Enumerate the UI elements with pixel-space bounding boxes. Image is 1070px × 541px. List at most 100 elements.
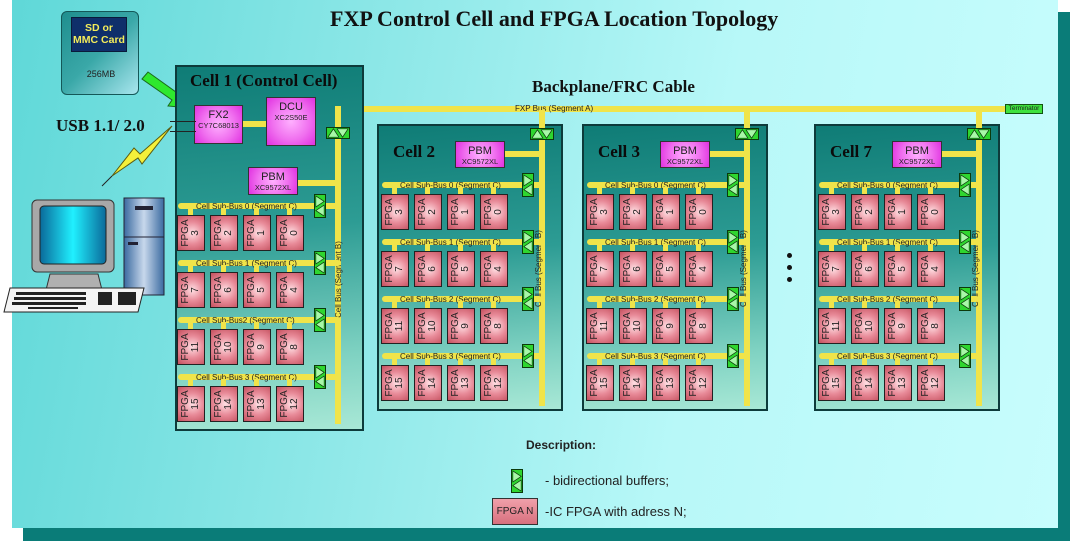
- fpga-chip: FPGA 4: [685, 251, 713, 287]
- fpga-chip: FPGA 1: [447, 194, 475, 230]
- fpga-chip: FPGA 10: [851, 308, 879, 344]
- fpga-chip: FPGA 2: [210, 215, 238, 251]
- buffer-icon: [967, 128, 991, 140]
- fpga-label: FPGA 6: [213, 276, 234, 304]
- fpga-chip: FPGA 5: [243, 272, 271, 308]
- fpga-connector: [663, 244, 668, 252]
- legend-buffer-text: - bidirectional buffers;: [545, 473, 670, 488]
- fpga-label: FPGA 0: [920, 198, 941, 226]
- fpga-chip: FPGA 2: [619, 194, 647, 230]
- fpga-connector: [597, 358, 602, 366]
- fpga-label: FPGA 4: [279, 276, 300, 304]
- fpga-label: FPGA 7: [180, 276, 201, 304]
- buffer-icon: [314, 308, 326, 332]
- fpga-chip: FPGA 12: [480, 365, 508, 401]
- fpga-chip: FPGA 5: [652, 251, 680, 287]
- fpga-connector: [630, 187, 635, 195]
- sub-bus: [382, 239, 542, 245]
- cell-bus: [539, 124, 545, 406]
- fpga-label: FPGA 5: [655, 255, 676, 283]
- fpga-chip: FPGA 3: [818, 194, 846, 230]
- fpga-chip: FPGA 8: [276, 329, 304, 365]
- fpga-label: FPGA 8: [920, 312, 941, 340]
- fpga-chip: FPGA 15: [177, 386, 205, 422]
- fpga-chip: FPGA 9: [243, 329, 271, 365]
- sub-bus-label: Cell Sub-Bus 1 (Segment C): [837, 238, 938, 247]
- fpga-label: FPGA 3: [180, 219, 201, 247]
- sub-bus-label: Cell Sub-Bus 3 (Segment C): [837, 352, 938, 361]
- usb-wire: [170, 131, 196, 132]
- fpga-chip: FPGA 6: [210, 272, 238, 308]
- fpga-label: FPGA 14: [417, 369, 438, 397]
- fpga-connector: [862, 187, 867, 195]
- fpga-chip: FPGA 12: [685, 365, 713, 401]
- fpga-label: FPGA 1: [246, 219, 267, 247]
- fpga-connector: [425, 187, 430, 195]
- fpga-label: FPGA 3: [589, 198, 610, 226]
- fpga-connector: [458, 187, 463, 195]
- fpga-chip: FPGA 9: [652, 308, 680, 344]
- fpga-connector: [254, 322, 259, 330]
- fpga-label: FPGA 10: [854, 312, 875, 340]
- buffer-icon: [959, 344, 971, 368]
- sub-bus: [178, 374, 341, 380]
- fpga-connector: [287, 322, 292, 330]
- fpga-label: FPGA 14: [213, 390, 234, 418]
- fpga-chip: FPGA 6: [619, 251, 647, 287]
- sd-card-size: 256MB: [86, 69, 116, 79]
- buffer-icon: [326, 127, 350, 139]
- legend-title: Description:: [526, 438, 597, 452]
- fpga-connector: [491, 301, 496, 309]
- fpga-connector: [928, 187, 933, 195]
- fpga-connector: [188, 322, 193, 330]
- backplane-label: Backplane/FRC Cable: [532, 77, 695, 96]
- fpga-chip: FPGA 4: [276, 272, 304, 308]
- fpga-label: FPGA 12: [688, 369, 709, 397]
- fpga-connector: [254, 379, 259, 387]
- sub-bus: [382, 296, 542, 302]
- fpga-chip: FPGA 8: [917, 308, 945, 344]
- fpga-chip: FPGA 14: [619, 365, 647, 401]
- fpga-chip: FPGA 4: [917, 251, 945, 287]
- chip-name: PBM: [261, 171, 285, 183]
- lightning-icon: [101, 125, 173, 187]
- fpga-connector: [895, 301, 900, 309]
- fpga-label: FPGA 0: [688, 198, 709, 226]
- sub-bus-label: Cell Sub-Bus 3 (Segment C): [400, 352, 501, 361]
- cell-bus-label: Cell Bus (Segment B): [334, 241, 343, 318]
- fpga-connector: [425, 301, 430, 309]
- panel-shadow-bottom: [23, 528, 1070, 541]
- fpga-label: FPGA 0: [483, 198, 504, 226]
- fpga-connector: [392, 358, 397, 366]
- fpga-label: FPGA 9: [887, 312, 908, 340]
- fpga-label: FPGA 8: [279, 333, 300, 361]
- fpga-label: FPGA 6: [854, 255, 875, 283]
- fpga-label: FPGA 14: [854, 369, 875, 397]
- fpga-connector: [392, 244, 397, 252]
- fpga-label: FPGA 1: [450, 198, 471, 226]
- pbm-link: [710, 151, 744, 157]
- fpga-connector: [862, 301, 867, 309]
- buffer-icon: [522, 344, 534, 368]
- chip-part: XC9572XL: [461, 157, 499, 166]
- buffer-icon: [522, 173, 534, 197]
- fpga-label: FPGA 11: [180, 333, 201, 361]
- fpga-chip: FPGA 13: [243, 386, 271, 422]
- fpga-chip: FPGA 0: [480, 194, 508, 230]
- fpga-connector: [188, 265, 193, 273]
- fpga-chip: FPGA 8: [685, 308, 713, 344]
- sd-card-icon: SD or MMC Card 256MB: [61, 11, 139, 95]
- fpga-chip: FPGA 6: [851, 251, 879, 287]
- cell-title: Cell 7: [830, 142, 873, 161]
- sub-bus: [382, 182, 542, 188]
- fpga-connector: [696, 358, 701, 366]
- fpga-chip: FPGA 15: [381, 365, 409, 401]
- fpga-connector: [458, 301, 463, 309]
- fpga-chip: FPGA 13: [447, 365, 475, 401]
- sub-bus: [178, 317, 341, 323]
- fpga-connector: [254, 208, 259, 216]
- fpga-label: FPGA 11: [821, 312, 842, 340]
- chip-part: XC9572XL: [898, 157, 936, 166]
